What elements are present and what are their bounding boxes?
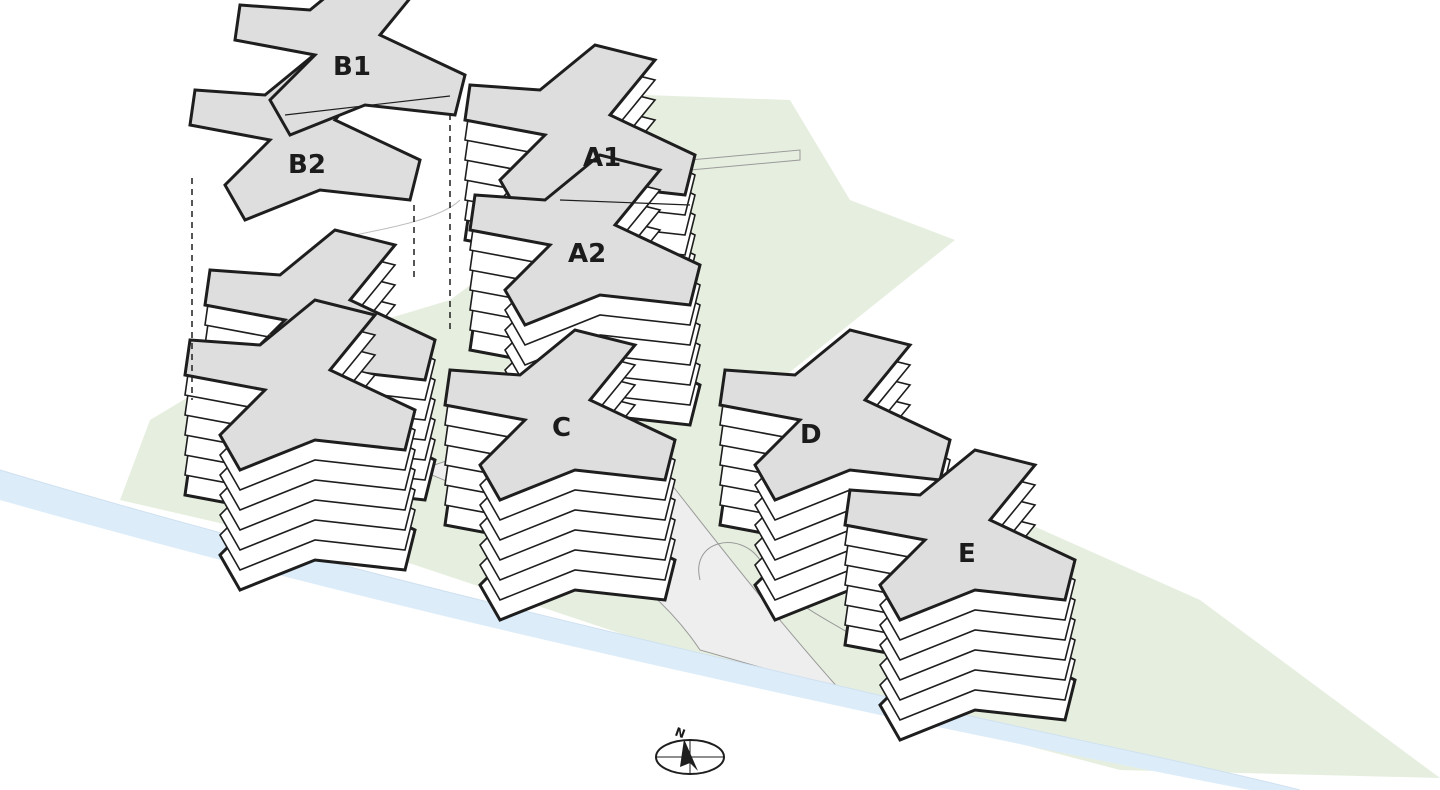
plate-seam xyxy=(284,95,451,116)
label-e: E xyxy=(958,539,976,569)
label-b2: B2 xyxy=(288,150,326,180)
label-b1: B1 xyxy=(333,52,371,82)
compass-label: N xyxy=(673,725,687,742)
a-seam xyxy=(559,199,691,206)
label-a2: A2 xyxy=(568,239,606,269)
label-a1: A1 xyxy=(583,143,621,173)
explode-guides xyxy=(191,92,451,400)
path-upper xyxy=(689,149,801,171)
north-compass-icon: N xyxy=(655,725,725,775)
label-c: C xyxy=(552,413,571,443)
label-d: D xyxy=(800,420,822,450)
